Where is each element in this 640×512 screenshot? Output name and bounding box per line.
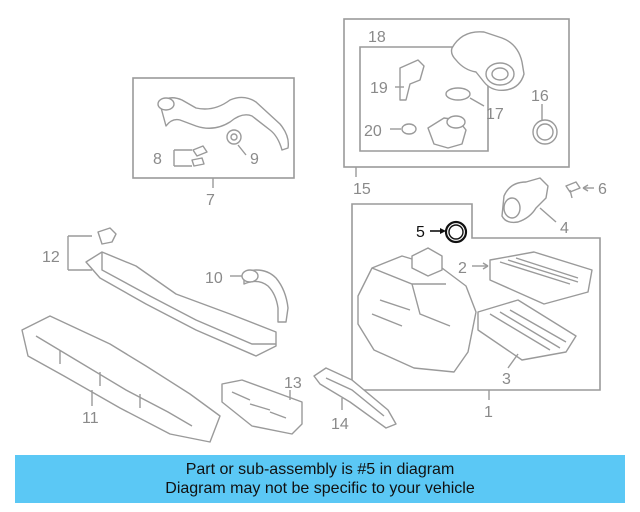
callout-7: 7 (206, 192, 215, 209)
leader-3 (507, 353, 519, 369)
panel-12-part (85, 251, 277, 357)
grommet-9-inner (230, 133, 238, 141)
callout-12: 12 (42, 249, 60, 266)
info-banner: Part or sub-assembly is #5 in diagram Di… (15, 455, 625, 503)
intake-hose-part (159, 96, 290, 151)
callout-2: 2 (458, 260, 467, 277)
leader-9 (237, 144, 247, 156)
group-box-15 (343, 18, 570, 168)
clip-8-part (192, 145, 208, 157)
bracket-8 (173, 149, 192, 167)
callout-20: 20 (364, 123, 382, 140)
valve-19-part (399, 59, 425, 101)
air-duct-part (450, 31, 525, 92)
bracket-13-detail (231, 391, 287, 419)
callout-8: 8 (153, 151, 162, 168)
airbox-lid-detail (371, 267, 451, 327)
seal-5-part (444, 220, 468, 244)
callout-18: 18 (368, 29, 386, 46)
leader-4 (539, 207, 557, 223)
airbox-inlet-part (411, 247, 443, 277)
callout-1: 1 (484, 404, 493, 421)
elbow-end (446, 115, 466, 129)
clip-8b-part (191, 157, 205, 167)
filter-element-3-pleats (489, 309, 567, 351)
group-box-18 (359, 46, 489, 152)
arrow-6 (582, 184, 589, 192)
parts-diagram: 7 8 9 15 18 19 17 20 16 4 6 1 (21, 18, 607, 443)
seal-5-inner (448, 224, 464, 240)
banner-line-1: Part or sub-assembly is #5 in diagram (185, 461, 455, 478)
clamp-16-inner (536, 123, 554, 141)
callout-6: 6 (598, 181, 607, 198)
duct-ring-inner (491, 67, 509, 81)
leader-17 (469, 97, 485, 107)
push-pin-12-part (97, 227, 117, 245)
callout-16: 16 (531, 88, 549, 105)
panel-12-detail (101, 252, 276, 345)
callout-13: 13 (284, 375, 302, 392)
airbox-housing-part (357, 255, 477, 373)
maf-sensor-ring (503, 197, 521, 219)
callout-19: 19 (370, 80, 388, 97)
banner-line-2: Diagram may not be specific to your vehi… (165, 480, 475, 497)
callout-17: 17 (486, 106, 504, 123)
duct-11-part (21, 315, 221, 443)
callout-15: 15 (353, 181, 371, 198)
screw-6-part (565, 181, 581, 199)
arrow-5 (440, 228, 446, 234)
hose-10-part (243, 269, 289, 323)
filter-element-2-part (489, 251, 593, 305)
duct-14-part (313, 367, 397, 429)
callout-9: 9 (250, 151, 259, 168)
filter-element-2-pleats (499, 257, 579, 285)
clamp-17-part (445, 87, 471, 101)
filter-element-3-part (477, 299, 577, 361)
callout-5: 5 (416, 224, 425, 241)
callout-4: 4 (560, 220, 569, 237)
callout-14: 14 (331, 416, 349, 433)
arrow-2 (482, 262, 489, 270)
duct-11-detail (35, 335, 193, 427)
hose-10-end (241, 269, 259, 283)
duct-14-detail (325, 377, 385, 417)
callout-11: 11 (82, 410, 99, 427)
callout-10: 10 (205, 270, 223, 287)
callout-3: 3 (502, 371, 511, 388)
oring-20-part (401, 123, 417, 135)
bracket-12 (67, 235, 92, 271)
hose-end-part (157, 97, 175, 111)
